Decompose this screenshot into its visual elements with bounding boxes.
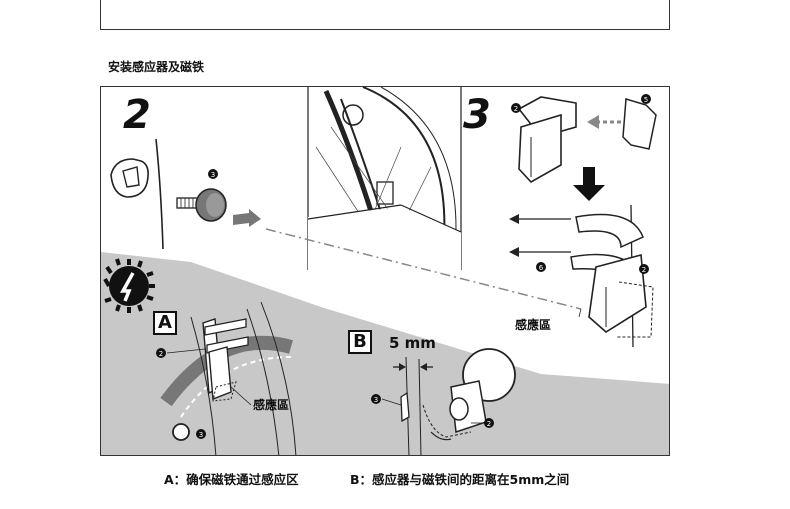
panel-a-illustration xyxy=(160,301,297,455)
diagram-illustration: 3 2 5 6 xyxy=(101,87,669,455)
svg-text:3: 3 xyxy=(199,431,203,439)
marker-2-assembly xyxy=(639,264,649,274)
svg-text:3: 3 xyxy=(374,396,378,404)
caption-b: B：感应器与磁铁间的距离在5mm之间 xyxy=(350,472,570,487)
attention-icon xyxy=(103,258,155,313)
svg-text:2: 2 xyxy=(159,350,163,358)
gap-distance-label: 5 mm xyxy=(389,334,436,352)
svg-text:6: 6 xyxy=(539,264,544,272)
installation-diagram: 3 2 5 6 xyxy=(100,86,670,456)
spoke-line xyxy=(155,138,164,250)
insert-arrow xyxy=(233,209,261,227)
rubber-pad xyxy=(622,98,657,150)
marker-6 xyxy=(536,262,546,272)
svg-text:2: 2 xyxy=(514,105,518,113)
marker-3-panel-b xyxy=(371,394,381,404)
section-title: 安装感应器及磁铁 xyxy=(108,60,205,74)
svg-text:5: 5 xyxy=(644,96,648,104)
svg-text:3: 3 xyxy=(211,171,215,179)
panel-b-illustration xyxy=(393,348,516,455)
svg-text:2: 2 xyxy=(487,420,491,428)
magnet-screw xyxy=(176,188,227,222)
marker-2-panel-b xyxy=(484,418,494,428)
attention-shade xyxy=(101,252,669,455)
alignment-line xyxy=(265,228,582,310)
fork-closeup-inset xyxy=(307,87,462,271)
marker-5 xyxy=(641,94,651,104)
sensor-zone-label-a: 感應區 xyxy=(253,398,290,412)
down-arrow xyxy=(573,167,605,201)
panel-a-letter: A xyxy=(153,311,177,335)
marker-3-panel-a xyxy=(196,429,206,439)
marker-3-step2 xyxy=(208,169,218,179)
magnet-holder xyxy=(110,158,149,198)
svg-text:2: 2 xyxy=(642,266,646,274)
panel-b-letter: B xyxy=(348,330,372,354)
caption-a: A：确保磁铁通过感应区 xyxy=(164,472,299,487)
sensor-zone-label-step3: 感應區 xyxy=(515,318,552,332)
marker-2-top xyxy=(511,103,521,113)
step-2-number: 2 xyxy=(123,92,151,138)
previous-section-frame xyxy=(100,0,670,30)
step-3-number: 3 xyxy=(463,92,491,138)
marker-2-panel-a xyxy=(156,348,166,358)
speed-sensor-top xyxy=(517,96,577,184)
sensor-assembly xyxy=(570,204,654,348)
